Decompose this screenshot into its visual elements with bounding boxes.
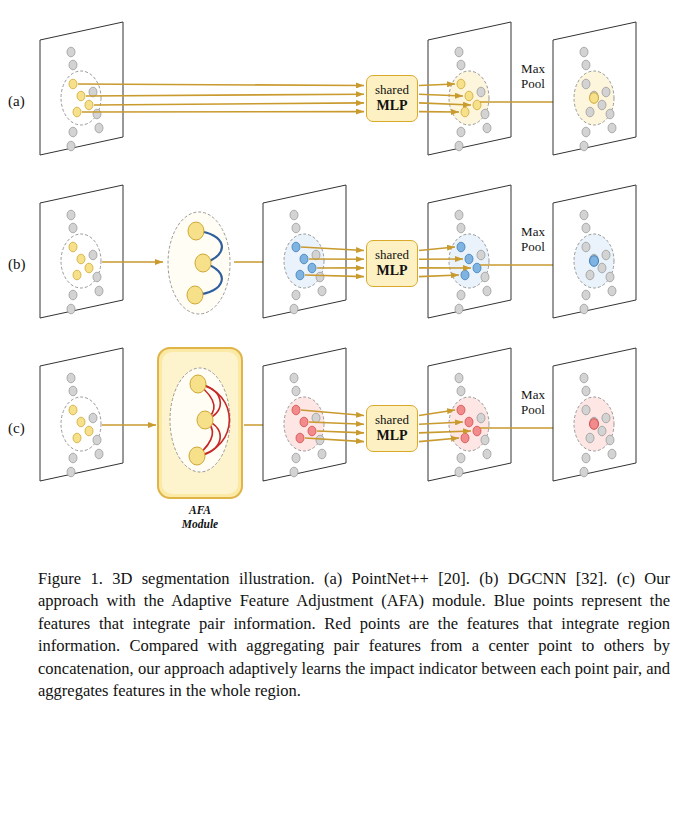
point-cloud-panel (428, 185, 511, 318)
figure-drawing (40, 22, 636, 498)
point-cloud-panel (553, 348, 636, 481)
row-label: (b) (8, 256, 26, 273)
flow-arrow (419, 410, 455, 416)
flow-arrow (419, 94, 463, 96)
flow-arrow (419, 267, 471, 269)
shared-mlp-box: sharedMLP (366, 75, 418, 122)
box-label: shared (375, 248, 409, 263)
box-label: shared (375, 83, 409, 98)
point-cloud-panel (40, 348, 123, 481)
flow-arrow (419, 111, 459, 113)
point-cloud-panel (553, 185, 636, 318)
flow-arrow (94, 103, 364, 105)
point-cloud-panel (428, 348, 511, 481)
shared-mlp-box: sharedMLP (366, 405, 418, 452)
flow-arrow (419, 103, 471, 105)
box-title: MLP (376, 263, 407, 279)
flow-arrow (78, 84, 364, 86)
flow-arrow (82, 111, 364, 113)
flow-arrow (102, 261, 163, 263)
flow-arrow (309, 258, 364, 260)
afa-module: AFA Module (158, 348, 242, 532)
flow-arrow (419, 275, 459, 277)
row-label: (a) (8, 93, 25, 110)
flow-arrow (419, 431, 471, 433)
row-label: (c) (8, 420, 25, 437)
box-label: shared (375, 413, 409, 428)
point-cloud-panel (263, 348, 346, 481)
shared-mlp-box: sharedMLP (366, 240, 418, 287)
flow-arrow (309, 422, 364, 424)
flow-arrow (102, 424, 156, 426)
point-cloud-panel (40, 22, 123, 155)
point-cloud-panel (263, 185, 346, 318)
flow-arrow (301, 247, 364, 251)
point-cloud-panel (40, 185, 123, 318)
flow-arrow (419, 422, 463, 424)
point-cloud-panel (553, 22, 636, 155)
flow-arrow (317, 267, 364, 269)
flow-arrow (301, 410, 364, 416)
module-name: AFA Module (176, 504, 224, 532)
flow-arrow (419, 438, 459, 442)
figure-caption: Figure 1. 3D segmentation illustration. … (38, 568, 670, 702)
flow-arrow (317, 431, 364, 433)
flow-arrow (419, 258, 463, 260)
operation-label: Max Pool (511, 388, 555, 418)
point-cloud-panel (428, 22, 511, 155)
box-title: MLP (376, 428, 407, 444)
flow-arrow (86, 94, 364, 96)
operation-label: Max Pool (511, 225, 555, 255)
box-title: MLP (376, 98, 407, 114)
flow-arrow (419, 247, 455, 251)
flow-arrow (305, 275, 364, 277)
operation-label: Max Pool (511, 62, 555, 92)
flow-arrow (305, 438, 364, 442)
flow-arrow (419, 84, 455, 86)
